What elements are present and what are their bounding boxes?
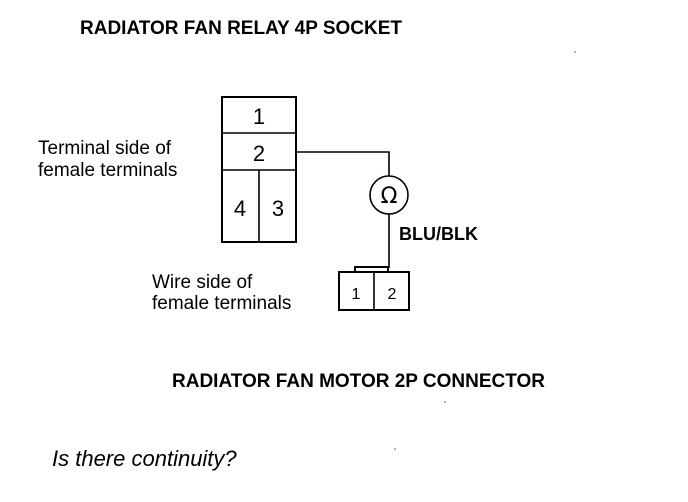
socket-pin-1: 1 [253, 104, 265, 129]
socket-side-label-line2: female terminals [38, 160, 177, 181]
relay-socket-4p: 1 2 4 3 [221, 96, 297, 243]
ohmmeter-circle [369, 175, 409, 215]
connector-title: RADIATOR FAN MOTOR 2P CONNECTOR [172, 371, 545, 392]
socket-pin-2: 2 [253, 141, 265, 166]
continuity-question: Is there continuity? [52, 446, 237, 471]
ohmmeter: Ω [369, 175, 409, 215]
probe-wire-upper [296, 151, 390, 176]
motor-connector-2p: 1 2 [338, 266, 410, 311]
connector-pin-1: 1 [352, 286, 361, 303]
socket-pin-4: 4 [234, 196, 246, 221]
scan-speck [394, 448, 396, 450]
socket-title: RADIATOR FAN RELAY 4P SOCKET [80, 18, 402, 39]
scan-speck [574, 51, 576, 53]
scan-speck [444, 401, 446, 403]
connector-side-label-line1: Wire side of [152, 272, 253, 293]
ohm-symbol: Ω [381, 184, 398, 209]
socket-side-label-line1: Terminal side of [38, 138, 172, 159]
connector-pin-2: 2 [388, 286, 397, 303]
connector-side-label-line2: female terminals [152, 293, 291, 314]
socket-pin-3: 3 [272, 196, 284, 221]
wire-color-label: BLU/BLK [399, 224, 478, 244]
